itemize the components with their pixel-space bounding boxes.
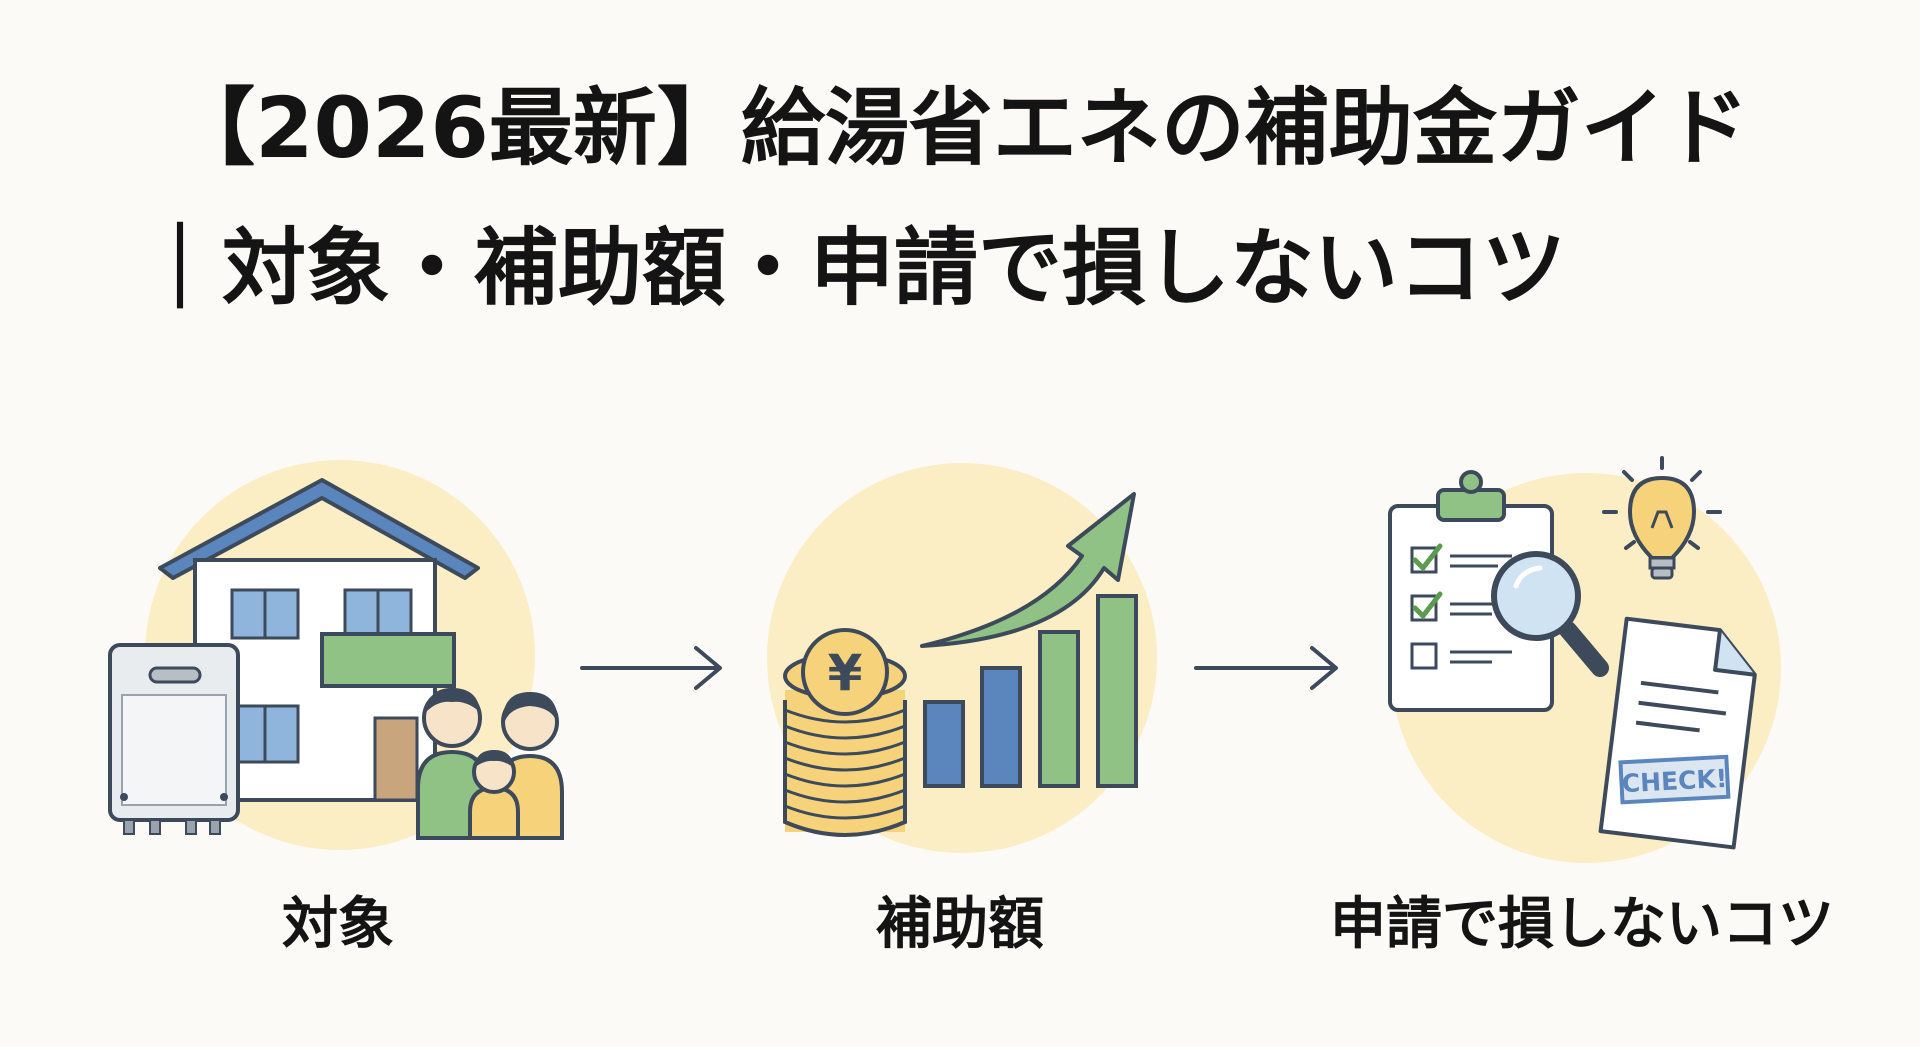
- arrow-right-icon-2: [1194, 646, 1338, 690]
- step-label-target: 対象: [282, 892, 394, 957]
- checklist-document-lightbulb-icon: CHECK!: [1388, 456, 1781, 863]
- title-line-2: ｜対象・補助額・申請で損しないコツ: [138, 219, 1567, 317]
- house-family-water-heater-icon: [108, 460, 564, 850]
- check-document-icon: CHECK!: [1598, 616, 1757, 850]
- check-stamp-text: CHECK!: [1621, 764, 1728, 798]
- svg-text:¥: ¥: [828, 644, 863, 702]
- step-label-tips: 申請で損しないコツ: [1330, 892, 1834, 957]
- lightbulb-icon: [1602, 456, 1722, 580]
- arrow-right-icon-1: [580, 646, 722, 690]
- title-line-1: 【2026最新】給湯省エネの補助金ガイド: [171, 79, 1749, 177]
- yen-coins-growth-chart-icon: ¥: [767, 463, 1157, 853]
- step-label-amount: 補助額: [876, 892, 1044, 957]
